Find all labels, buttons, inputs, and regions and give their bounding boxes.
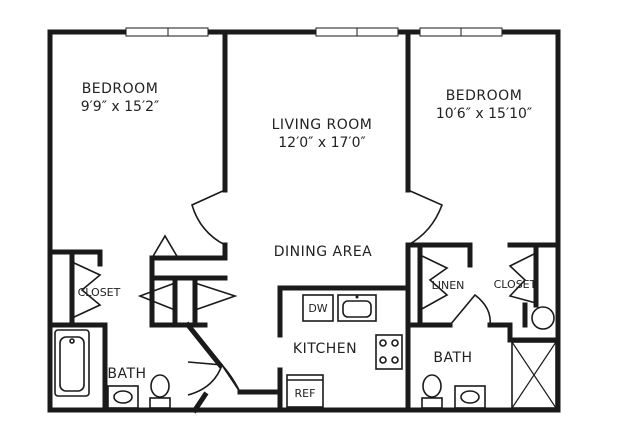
room-labels: BEDROOM 9′9″ x 15′2″ LIVING ROOM 12′0″ x… bbox=[78, 81, 537, 400]
door-left-closet bbox=[71, 261, 102, 319]
door-left-bath bbox=[187, 361, 224, 396]
stove bbox=[375, 334, 403, 370]
window-bedroom-left bbox=[125, 27, 209, 37]
bath-right-name: BATH bbox=[433, 350, 472, 366]
toilet-left-bath bbox=[149, 397, 171, 409]
door-swings bbox=[71, 189, 537, 396]
living-room-name: LIVING ROOM bbox=[272, 117, 373, 133]
water-heater bbox=[531, 306, 555, 330]
closet-left-name: CLOSET bbox=[78, 286, 121, 299]
dishwasher bbox=[302, 294, 334, 322]
windows bbox=[125, 27, 503, 37]
dishwasher-label: DW bbox=[308, 302, 327, 315]
bedroom-right-dims: 10′6″ x 15′10″ bbox=[436, 106, 532, 122]
dining-area-name: DINING AREA bbox=[274, 244, 373, 260]
door-left-bedroom bbox=[191, 189, 226, 246]
door-right-bedroom bbox=[407, 189, 444, 246]
bedroom-left-name: BEDROOM bbox=[82, 81, 159, 97]
living-room-dims: 12′0″ x 17′0″ bbox=[278, 135, 365, 151]
bedroom-left-dims: 9′9″ x 15′2″ bbox=[81, 99, 160, 115]
bedroom-right-name: BEDROOM bbox=[446, 88, 523, 104]
door-hall-closet-b bbox=[137, 282, 176, 311]
door-hall-closet-a bbox=[151, 234, 179, 259]
door-linen bbox=[419, 254, 449, 311]
bath-left-name: BATH bbox=[107, 366, 146, 382]
fixtures bbox=[54, 294, 557, 409]
door-right-closet bbox=[508, 252, 537, 304]
kitchen-name: KITCHEN bbox=[293, 341, 357, 357]
door-right-bath bbox=[449, 293, 492, 326]
refrigerator-label: REF bbox=[295, 387, 316, 400]
door-hall-closet-c bbox=[194, 282, 238, 311]
toilet-right-bath bbox=[421, 397, 443, 409]
linen-name: LINEN bbox=[432, 279, 465, 292]
closet-right-name: CLOSET bbox=[494, 278, 537, 291]
door-entry bbox=[221, 364, 241, 393]
